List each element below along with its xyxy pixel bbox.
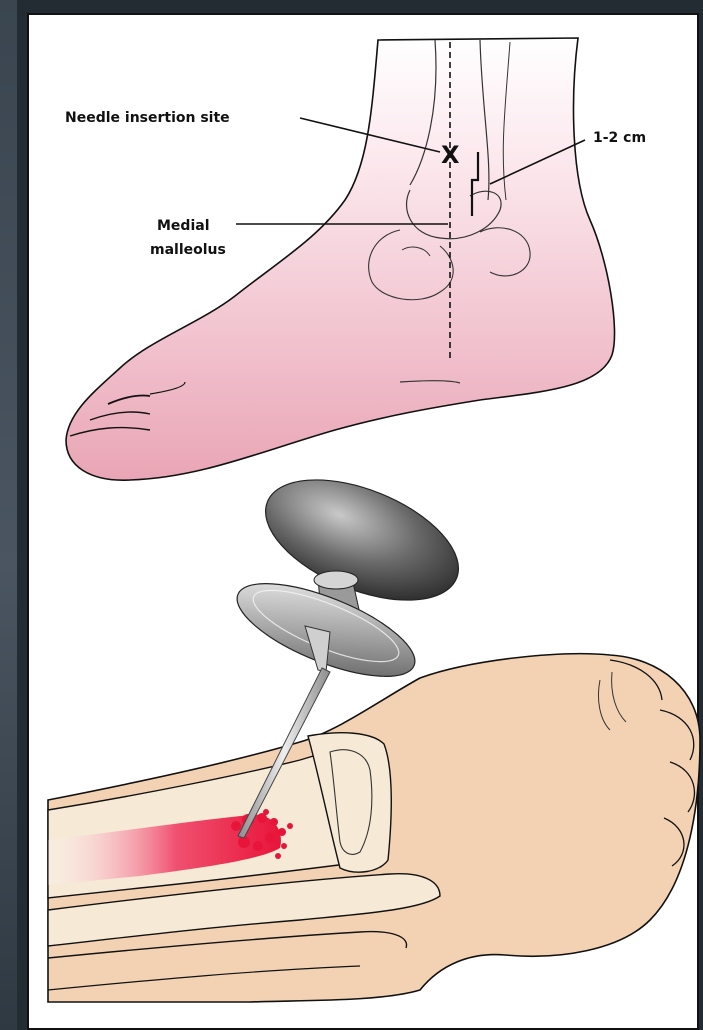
label-needle-insertion-site: Needle insertion site — [65, 110, 230, 126]
label-medial: Medial — [157, 218, 210, 234]
lower-leg-cross-section — [48, 654, 700, 1002]
label-distance: 1-2 cm — [593, 130, 646, 146]
insertion-site-mark: X — [441, 141, 460, 169]
label-malleolus: malleolus — [150, 242, 226, 258]
intraosseous-needle — [226, 455, 475, 695]
foot-top-view — [66, 38, 615, 480]
